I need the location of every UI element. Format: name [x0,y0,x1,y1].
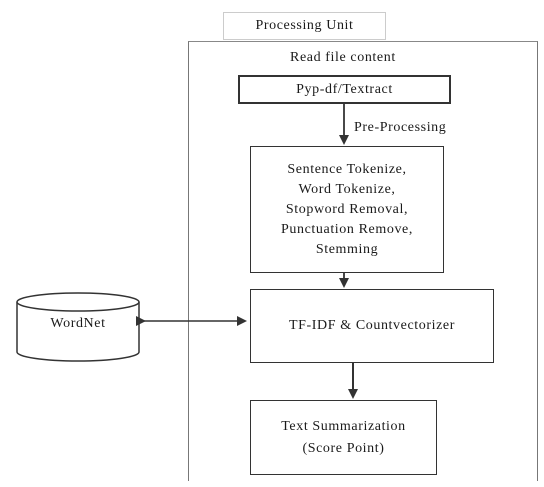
processing-unit-container [188,41,538,481]
read-file-label: Read file content [290,50,396,65]
preprocessing-step: Sentence Tokenize, [287,161,407,177]
summary-box-line: Text Summarization [281,418,406,434]
vectorizer-box: TF-IDF & Countvectorizer [250,289,494,363]
extract-box-label: Pyp-df/Textract [296,81,393,97]
summary-box: Text Summarization (Score Point) [250,400,437,475]
preprocessing-box: Sentence Tokenize, Word Tokenize, Stopwo… [250,146,444,273]
preprocessing-step: Stopword Removal, [285,201,409,217]
preprocessing-step: Stemming [315,241,379,257]
preprocessing-label: Pre-Processing [354,120,447,135]
vectorizer-box-label: TF-IDF & Countvectorizer [288,318,456,333]
processing-unit-label: Processing Unit [255,18,354,33]
processing-unit-title: Processing Unit [223,12,386,40]
summary-box-line: (Score Point) [302,440,385,456]
wordnet-label: WordNet [50,316,106,331]
database-icon [16,292,140,362]
preprocessing-step: Word Tokenize, [298,181,396,197]
extract-box: Pyp-df/Textract [238,75,451,104]
preprocessing-step: Punctuation Remove, [281,221,413,237]
